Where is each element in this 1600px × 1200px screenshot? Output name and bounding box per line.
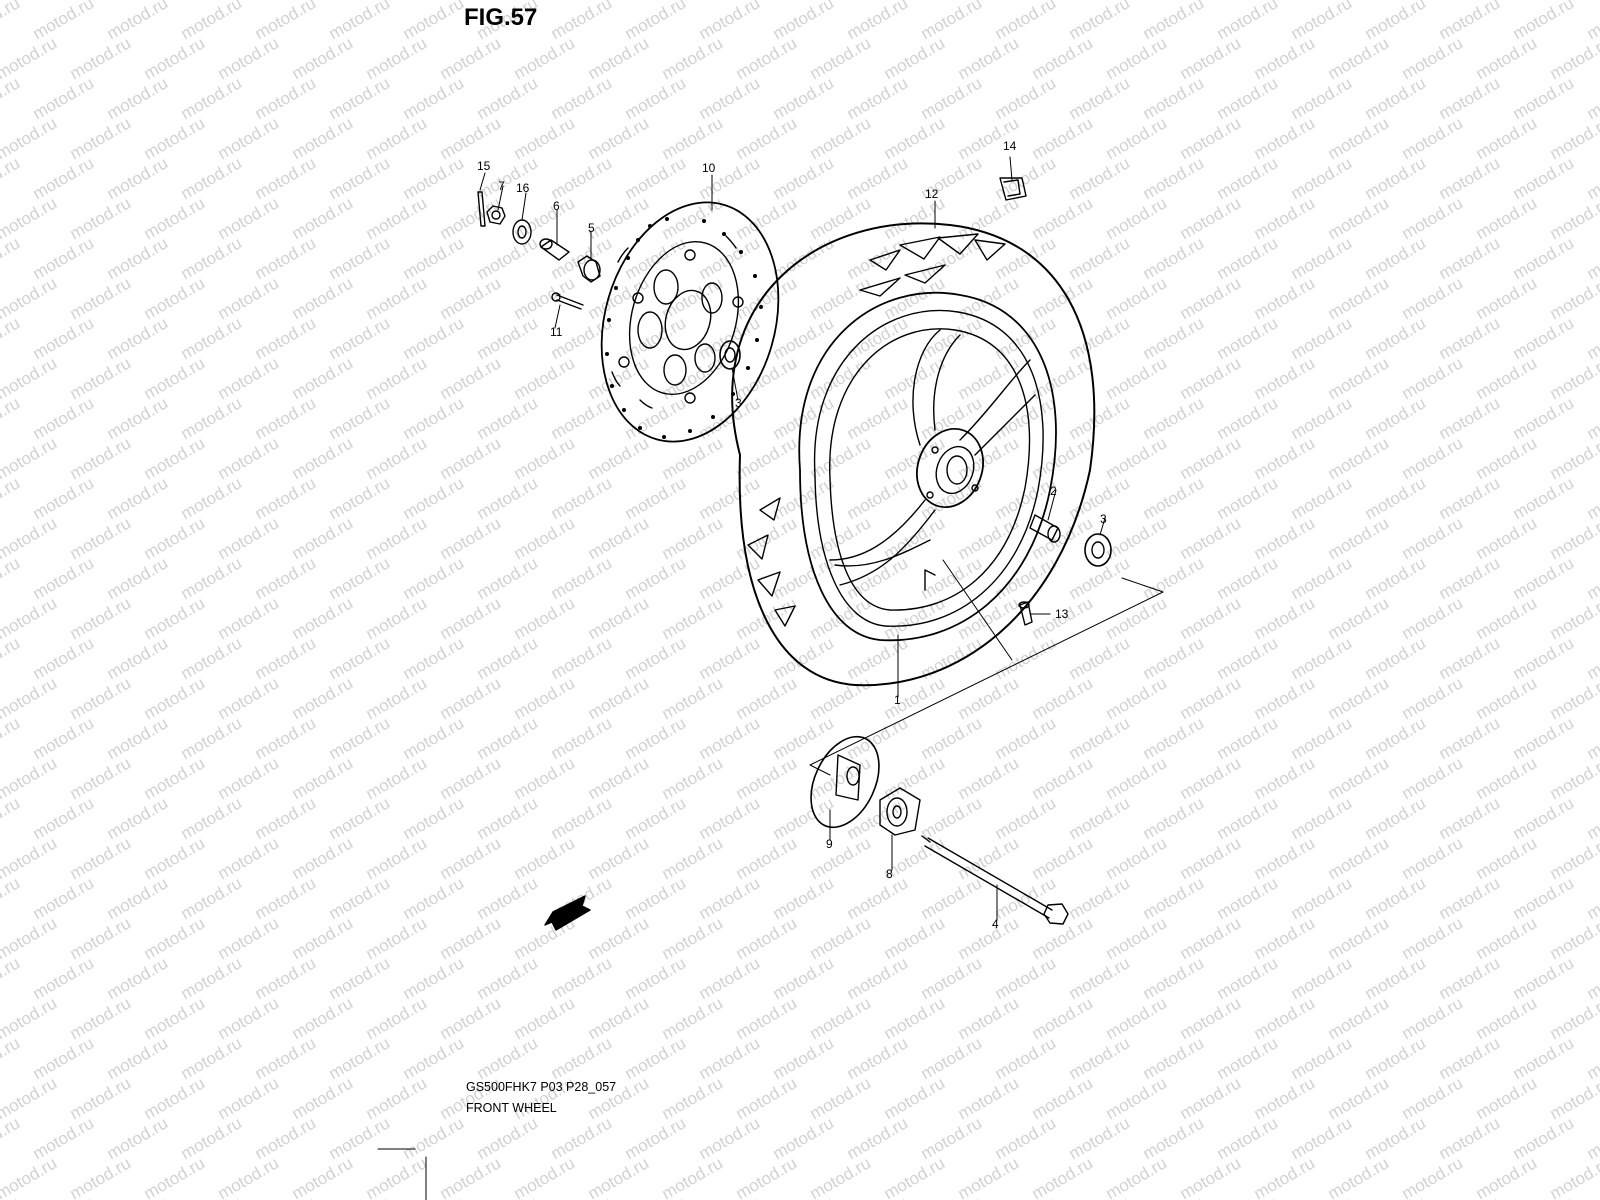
callout-7: 7 [498, 179, 505, 193]
callout-13: 13 [1055, 607, 1069, 621]
diagram-code: GS500FHK7 P03 P28_057 [466, 1080, 617, 1094]
group-bracket [809, 559, 1164, 776]
callout-4: 4 [992, 917, 999, 931]
callout-8: 8 [886, 867, 893, 881]
lower-parts [810, 735, 1069, 925]
callout-9: 9 [826, 837, 833, 851]
crop-marks [377, 1148, 427, 1200]
front-tire [731, 222, 1096, 687]
callout-1: 1 [894, 693, 901, 707]
figure-title: FIG.57 [464, 4, 538, 31]
callout-5: 5 [588, 221, 595, 235]
callout-3: 3 [735, 396, 742, 410]
callout-numbers: 15 7 16 6 5 10 11 3 12 14 2 3 13 1 9 8 4 [477, 139, 1107, 931]
callout-6: 6 [553, 199, 560, 213]
wheel-rim-spokes [829, 329, 1036, 591]
watermark-text: motod.ru [0, 1193, 23, 1200]
leader-lines [479, 156, 1106, 921]
diagram-name: FRONT WHEEL [466, 1101, 557, 1115]
callout-12: 12 [925, 187, 939, 201]
hardware-parts [477, 191, 601, 310]
forward-arrow: FWD [544, 895, 591, 931]
callout-15: 15 [477, 159, 491, 173]
callout-11: 11 [550, 325, 563, 339]
brake-disc [600, 201, 780, 443]
callout-10: 10 [702, 161, 716, 175]
callout-14: 14 [1003, 139, 1017, 153]
callout-16: 16 [516, 181, 530, 195]
callout-2: 2 [1050, 484, 1057, 498]
callout-3: 3 [1100, 512, 1107, 526]
axle-side-parts [999, 177, 1112, 626]
